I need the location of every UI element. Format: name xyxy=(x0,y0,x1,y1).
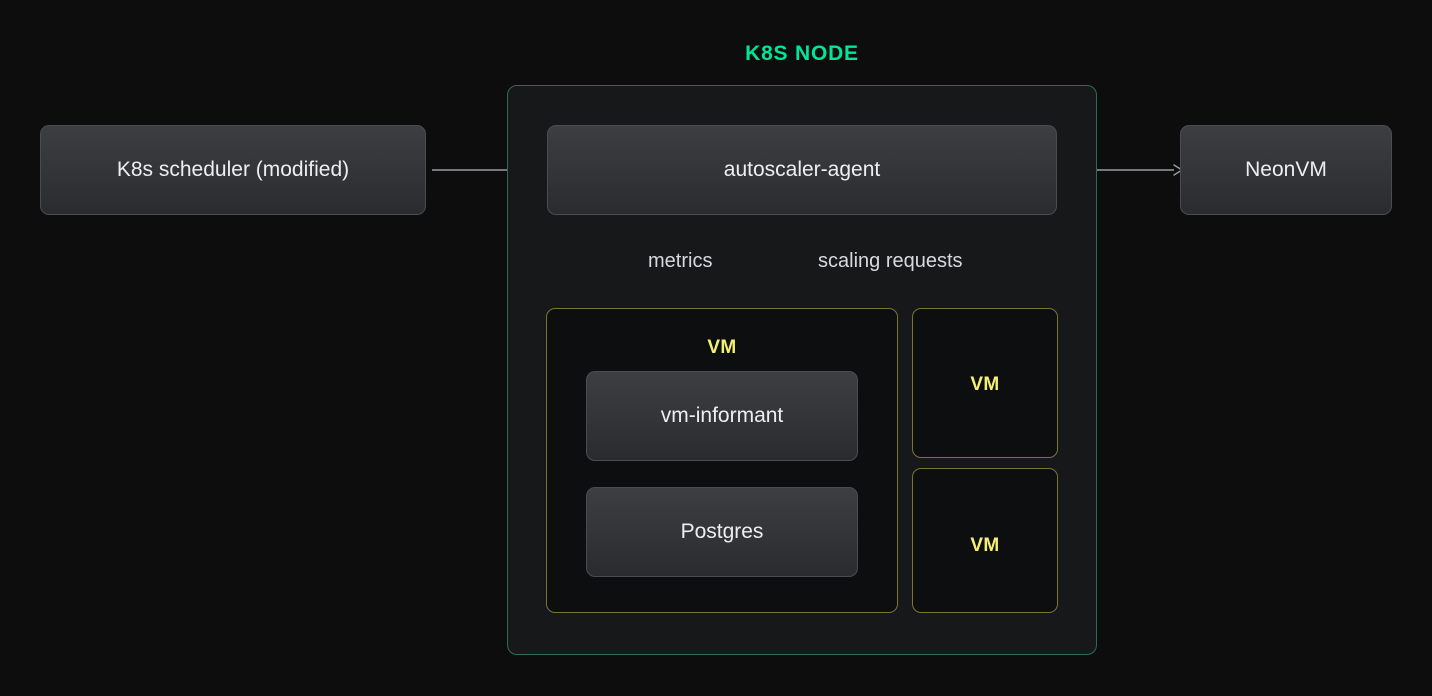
node-k8s-scheduler-label: K8s scheduler (modified) xyxy=(116,158,350,181)
node-vm-informant-label: vm-informant xyxy=(660,404,784,427)
vm-secondary-1-label: VM xyxy=(970,374,1000,395)
node-postgres[interactable]: Postgres xyxy=(586,487,858,577)
vm-secondary-2-label: VM xyxy=(970,535,1000,556)
node-autoscaler-agent[interactable]: autoscaler-agent xyxy=(547,125,1057,215)
node-autoscaler-agent-label: autoscaler-agent xyxy=(723,158,881,181)
edge-label-scaling-requests: scaling requests xyxy=(818,250,963,272)
node-neonvm-label: NeonVM xyxy=(1245,158,1327,181)
node-postgres-label: Postgres xyxy=(680,520,764,543)
vm-secondary-2[interactable]: VM xyxy=(912,468,1058,613)
vm-secondary-1[interactable]: VM xyxy=(912,308,1058,458)
page-title: K8S NODE xyxy=(745,42,859,65)
node-k8s-scheduler[interactable]: K8s scheduler (modified) xyxy=(40,125,426,215)
node-vm-informant[interactable]: vm-informant xyxy=(586,371,858,461)
node-neonvm[interactable]: NeonVM xyxy=(1180,125,1392,215)
vm-main-label: VM xyxy=(707,337,737,358)
edge-label-metrics: metrics xyxy=(648,250,713,272)
